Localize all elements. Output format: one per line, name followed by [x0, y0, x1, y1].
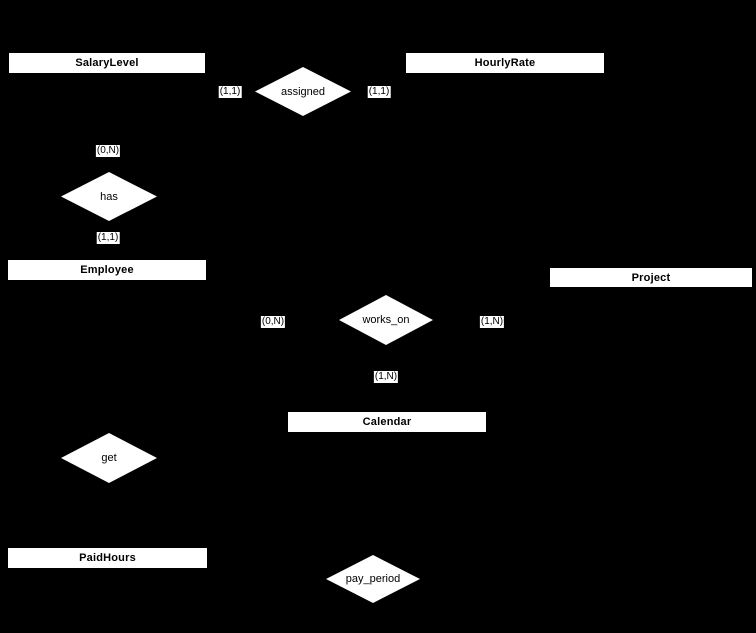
relationship-has-label: has — [100, 190, 118, 203]
cardinality-assigned-right: (1,1) — [367, 86, 391, 98]
relationship-has-diamond: has — [61, 172, 157, 221]
relationship-pay-period-label: pay_period — [345, 573, 401, 585]
relationship-get-label: get — [101, 452, 117, 464]
cardinality-has-bottom: (1,1) — [96, 232, 120, 244]
entity-project: Project — [549, 267, 753, 288]
entity-calendar: Calendar — [287, 411, 487, 433]
relationship-assigned-diamond: assigned — [255, 67, 351, 116]
relationship-get-diamond: get — [61, 433, 157, 483]
cardinality-assigned-left: (1,1) — [218, 86, 242, 98]
cardinality-works-on-left: (0,N) — [260, 316, 286, 328]
entity-salarylevel: SalaryLevel — [8, 52, 206, 74]
entity-hourlyrate: HourlyRate — [405, 52, 605, 74]
relationship-assigned-label: assigned — [280, 85, 326, 98]
relationship-works-on-label: works_on — [362, 314, 410, 326]
entity-paidhours: PaidHours — [7, 547, 208, 569]
relationship-pay-period-diamond: pay_period — [326, 555, 420, 603]
cardinality-works-on-right: (1,N) — [479, 316, 505, 328]
entity-employee: Employee — [7, 259, 207, 281]
cardinality-has-top: (0,N) — [95, 145, 121, 157]
relationship-works-on-diamond: works_on — [339, 295, 433, 345]
cardinality-works-on-bottom: (1,N) — [373, 371, 399, 383]
